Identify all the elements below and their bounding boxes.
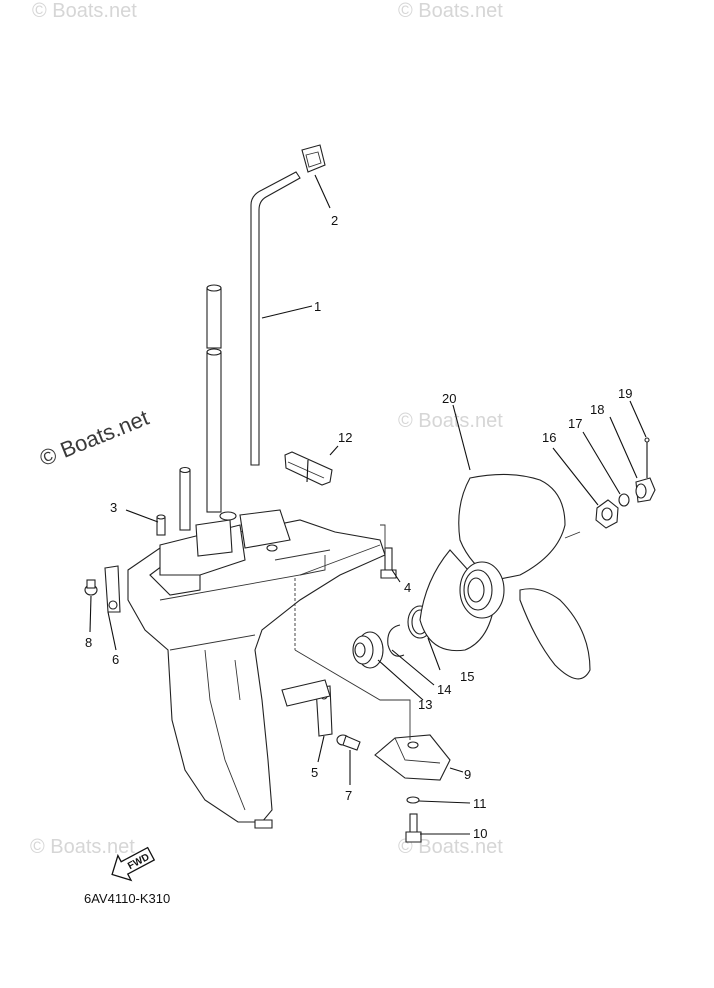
fwd-arrow-icon: FWD (111, 846, 156, 882)
bolt-4 (380, 547, 397, 579)
snap-ring (387, 624, 405, 657)
callout-7: 7 (345, 788, 352, 803)
bolt-and-clip (84, 565, 121, 613)
grommet (301, 144, 326, 173)
bolt-7 (336, 734, 361, 751)
watermark-top-left: © Boats.net (32, 0, 137, 22)
callout-11: 11 (473, 796, 487, 811)
propeller (419, 473, 591, 680)
watermark-mid-right: © Boats.net (398, 410, 503, 432)
callout-6: 6 (112, 652, 119, 667)
callout-17: 17 (568, 416, 582, 431)
clip-5 (281, 679, 333, 737)
callout-13: 13 (418, 697, 432, 712)
washer-11 (406, 796, 420, 804)
bushing (352, 631, 384, 669)
callout-8: 8 (85, 635, 92, 650)
callout-10: 10 (473, 826, 487, 841)
diagram-code: 6AV4110-K310 (84, 891, 171, 906)
callout-19: 19 (618, 386, 632, 401)
dowel-pin (156, 514, 166, 536)
callout-3: 3 (110, 500, 117, 515)
prop-nut (595, 499, 619, 529)
watermark-bottom-right: © Boats.net (398, 836, 503, 858)
lower-casing (127, 509, 386, 829)
callout-1: 1 (314, 299, 321, 314)
callout-18: 18 (590, 402, 604, 417)
anode (374, 734, 451, 781)
callout-5: 5 (311, 765, 318, 780)
cotter-pin (644, 437, 650, 478)
washer-17 (618, 493, 630, 507)
watermark-top-right: © Boats.net (398, 0, 503, 22)
callout-labels: 1 2 3 4 5 6 7 8 9 10 11 12 13 14 15 16 1… (85, 213, 632, 841)
drive-shaft (179, 284, 222, 531)
callout-15: 15 (460, 669, 474, 684)
callout-14: 14 (437, 682, 451, 697)
watermark-bottom-left: © Boats.net (30, 836, 135, 858)
callout-12: 12 (338, 430, 352, 445)
shift-rod (250, 171, 301, 466)
leader-lines (89, 174, 647, 835)
nut-18 (635, 477, 656, 503)
callout-2: 2 (331, 213, 338, 228)
bolt-10 (405, 813, 422, 843)
callout-20: 20 (442, 391, 456, 406)
callout-9: 9 (464, 767, 471, 782)
fwd-label: FWD (126, 852, 151, 872)
callout-16: 16 (542, 430, 556, 445)
callout-4: 4 (404, 580, 411, 595)
plate (284, 451, 333, 486)
